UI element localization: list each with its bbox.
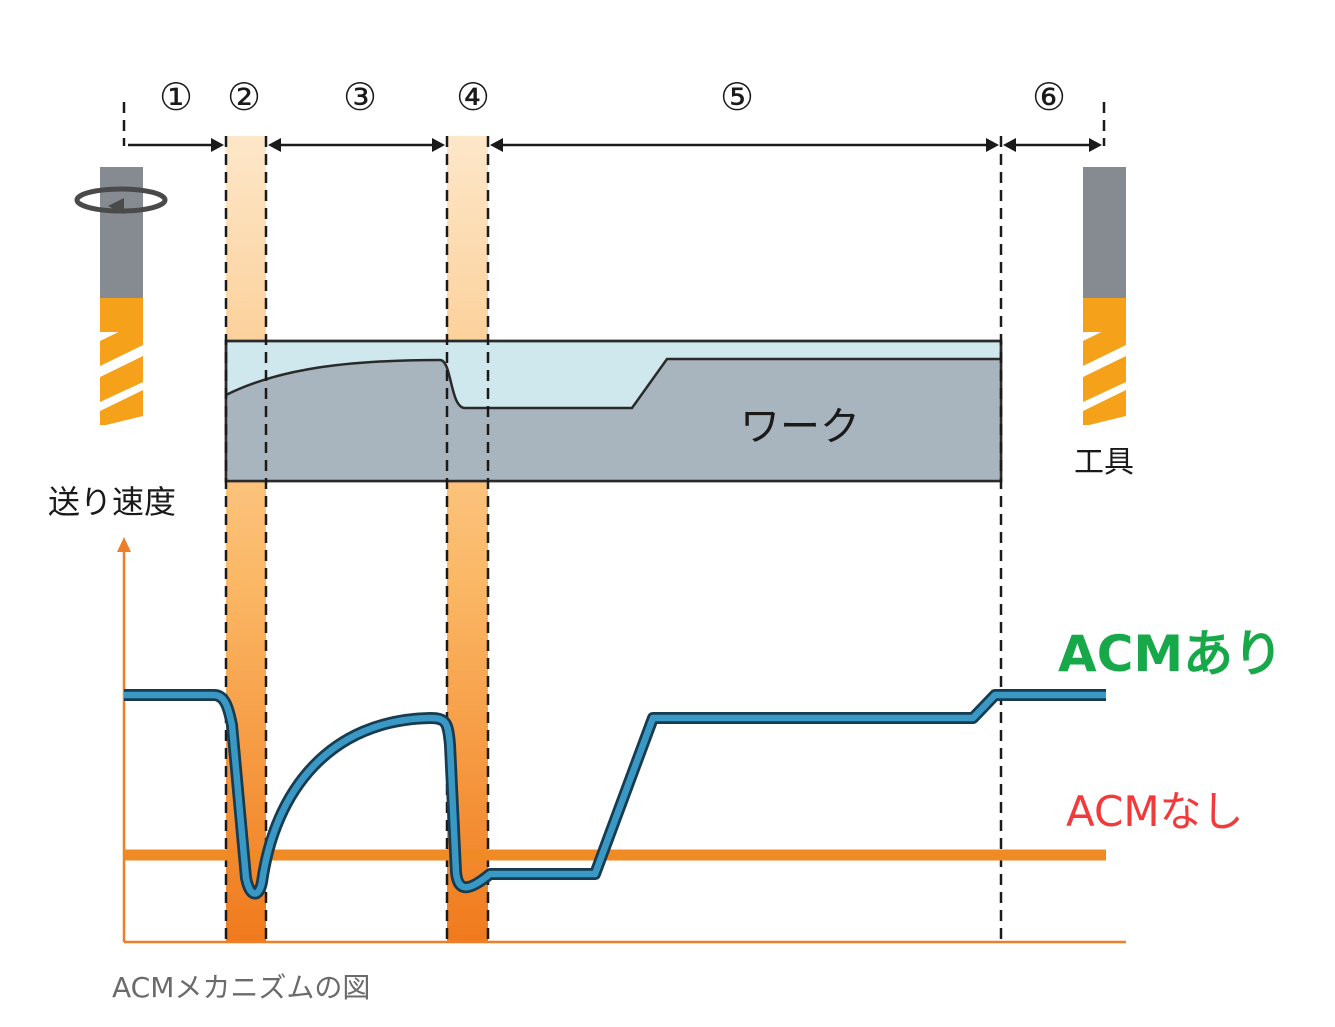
workpiece: [224, 339, 1003, 483]
legend-acm-on: ACMあり: [1058, 625, 1283, 683]
tool-label: 工具: [1074, 445, 1134, 480]
figure-caption: ACMメカニズムの図: [112, 971, 371, 1004]
phase-label-6: ⑥: [1032, 75, 1066, 119]
y-axis-label: 送り速度: [48, 483, 176, 521]
phase-label-5: ⑤: [720, 75, 754, 119]
feed-axis: [117, 537, 1126, 944]
phase-label-4: ④: [456, 75, 490, 119]
phase-boundaries: [122, 102, 1106, 942]
tool-right-icon: [1083, 167, 1126, 425]
legend-acm-off: ACMなし: [1066, 787, 1244, 836]
phase-label-1: ①: [159, 75, 193, 119]
tool-left-icon: [74, 167, 168, 425]
phase-label-3: ③: [343, 75, 377, 119]
phase-labels: ① ② ③ ④ ⑤ ⑥: [159, 75, 1066, 119]
phase-arrows: [128, 138, 1102, 152]
acm-on-feed-line: [124, 689, 1106, 900]
contact-band-2: [226, 136, 266, 942]
phase-label-2: ②: [227, 75, 261, 119]
work-label: ワーク: [740, 404, 860, 450]
